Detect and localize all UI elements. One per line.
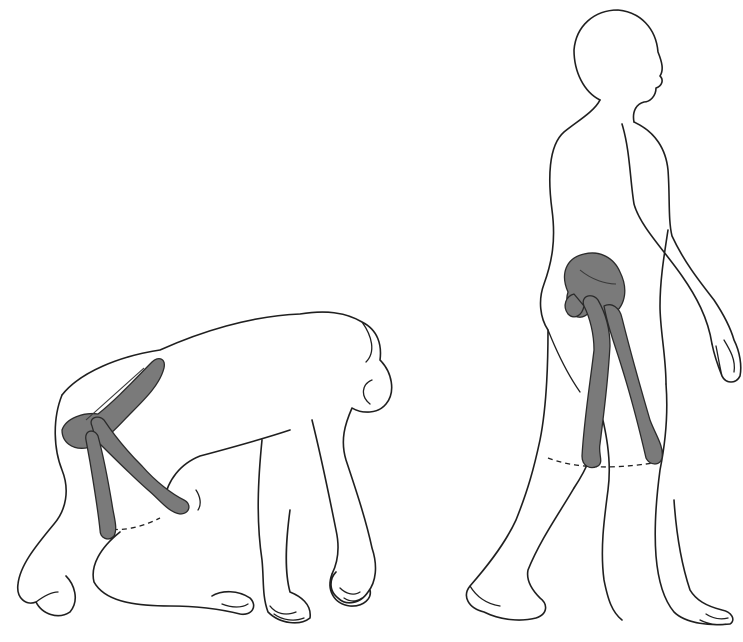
human-femur-bone — [582, 296, 662, 468]
human-belly — [660, 230, 668, 384]
human-gluteal-line — [548, 330, 580, 392]
human-rear-toes — [470, 586, 500, 606]
chimpanzee-body-outline — [62, 312, 392, 603]
human-figure — [466, 10, 740, 625]
chimpanzee-underside — [164, 430, 290, 500]
human-rear-leg — [466, 330, 574, 620]
chimpanzee-near-arm — [258, 440, 310, 623]
human-chest — [634, 122, 741, 382]
human-head — [574, 10, 662, 122]
chimpanzee-knee-mark — [196, 490, 200, 510]
chimpanzee-hind-shin — [93, 532, 254, 614]
chimpanzee-front-arm — [312, 420, 338, 574]
human-hand — [716, 340, 734, 376]
human-front-leg — [655, 384, 733, 625]
chimpanzee-front-fingers — [340, 588, 362, 601]
chimpanzee-figure — [18, 312, 392, 623]
chimpanzee-muzzle — [363, 380, 372, 404]
human-knee-joint-line — [548, 458, 660, 467]
